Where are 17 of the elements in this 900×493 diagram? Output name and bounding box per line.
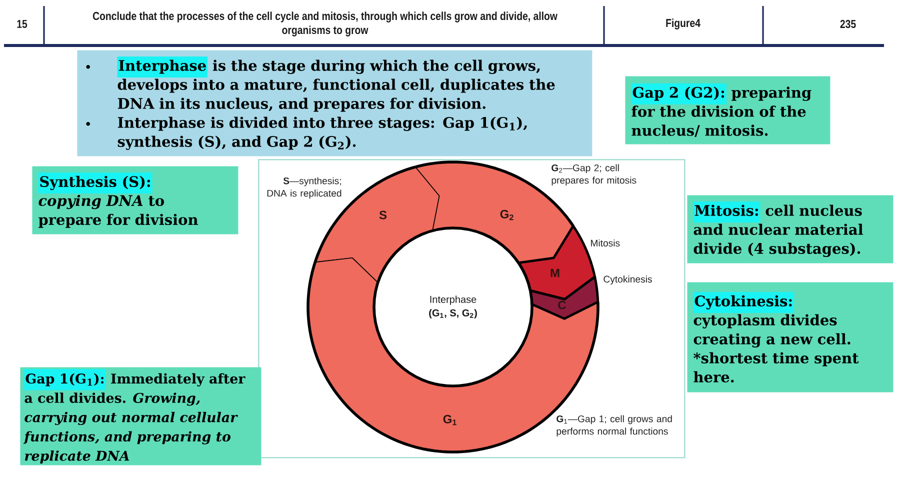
annotation-text: Cytokinesis: [604, 276, 652, 284]
note-box: Interphase is the stage during which the cell grows, develops into a mature, functional cell, duplicates the DNA in its nucleus, and prepares for division. Interphase is divided into three stages: Gap 1(G$_{1}$), synthesis (S), and Gap 2 (G$_{2}$).: [77, 50, 592, 156]
note-box: Gap 1(G$_{1}$): Immediately after a cell divides. Growing, carrying out normal cellular functions, and preparing to replicate DNA: [20, 367, 262, 466]
row-number: 15: [17, 20, 28, 28]
figure-frame: [258, 159, 686, 458]
annotation-text: S—synthesis; DNA is replicated: [267, 177, 342, 199]
annotation-text: Mitosis: [591, 240, 620, 247]
annotation-text: G$_{2}$—Gap 2; cell prepares for mitosis: [552, 164, 636, 186]
note-box: Mitosis: cell nucleus and nuclear material divide (4 substages).: [687, 195, 894, 264]
figure-reference: Figure4: [666, 18, 700, 30]
page-number: 235: [840, 20, 856, 28]
ring-segment: C: [529, 276, 600, 320]
objective-text: Conclude that the processes of the cell cycle and mitosis, through which cells grow and divide, allow organisms to grow: [92, 12, 558, 36]
note-box: Gap 2 (G2): preparing for the division of the nucleus/ mitosis.: [625, 76, 830, 144]
note-box: Cytokinesis: cytoplasm divides creating a new cell. *shortest time spent here.: [687, 282, 894, 392]
note-box: Synthesis (S): copying DNA to prepare for division: [32, 166, 238, 234]
annotation-text: G$_{1}$—Gap 1; cell grows and performs normal functions: [556, 415, 672, 437]
